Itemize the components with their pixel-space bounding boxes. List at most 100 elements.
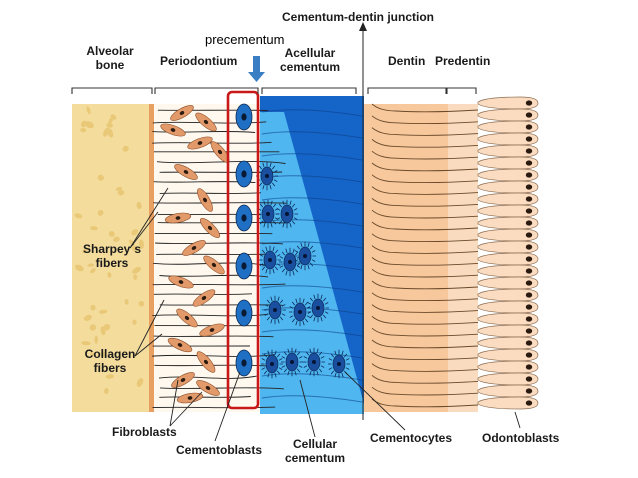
bone-lacuna <box>107 272 112 278</box>
dentinal-tubule <box>371 304 479 313</box>
sharpeys-fibers-label-line2: fibers <box>95 256 129 270</box>
dentinal-tubule <box>371 174 479 184</box>
odontoblast <box>477 144 539 158</box>
cementocytes-leader <box>344 371 406 431</box>
odontoblast-nucleus <box>525 400 533 406</box>
fibroblast-nucleus <box>175 216 181 220</box>
fibroblast-nucleus <box>203 197 207 203</box>
cementocyte-nucleus <box>266 212 270 216</box>
odontoblast <box>477 348 539 362</box>
fibroblast-nucleus <box>211 262 217 268</box>
alveolar-bone-label-line1: Alveolar <box>86 44 134 58</box>
dentinal-tubule <box>371 115 479 125</box>
collagen-fibers-label-line2: fibers <box>93 361 127 375</box>
odontoblast <box>477 252 539 266</box>
odontoblast <box>477 120 539 134</box>
fibroblast-nucleus <box>179 111 185 115</box>
odontoblast <box>477 132 539 146</box>
fibroblasts-leader-2 <box>169 391 203 427</box>
dentinal-tubule <box>371 257 479 266</box>
bone-lacuna <box>136 201 142 210</box>
cementoblast-nucleus <box>241 170 247 178</box>
collagen-fibers-label: Collagen fibers <box>78 347 142 375</box>
collagen-fiber <box>159 387 284 390</box>
dentinal-tubule <box>371 351 479 361</box>
dentinal-tubule <box>371 150 479 160</box>
odontoblast <box>477 396 539 410</box>
cementocytes-label: Cementocytes <box>370 431 453 445</box>
dentinal-tubule <box>371 327 479 337</box>
odontoblast-nucleus <box>525 112 533 118</box>
fibroblast-nucleus <box>197 141 203 145</box>
cementocyte-nucleus <box>285 212 289 216</box>
cementocyte-nucleus <box>268 258 272 262</box>
periodontium-brace <box>154 87 259 94</box>
dentinal-tubule <box>371 339 479 349</box>
bone-lacuna <box>132 319 137 325</box>
bone-lacuna <box>138 300 145 307</box>
dentinal-tubule <box>371 398 479 408</box>
dentinal-tubule <box>371 198 479 207</box>
alveolar-bone-brace <box>71 87 153 94</box>
bone-lacuna <box>74 264 84 272</box>
cementum-lamella <box>261 395 363 403</box>
odontoblast <box>477 96 539 110</box>
odontoblast-nucleus <box>525 196 533 202</box>
odontoblast-nucleus <box>525 136 533 142</box>
odontoblast-nucleus <box>525 160 533 166</box>
odontoblast-nucleus <box>525 184 533 190</box>
dentinal-tubule <box>371 292 479 302</box>
cementum-lamella <box>261 373 363 381</box>
bone-lacuna <box>89 352 96 357</box>
predentin-label: Predentin <box>435 54 491 68</box>
bone-lacuna <box>103 323 111 331</box>
odontoblast-nucleus <box>525 352 533 358</box>
dentinal-tubule <box>371 139 479 148</box>
bone-lacuna <box>133 274 138 280</box>
odontoblast <box>477 156 539 170</box>
odontoblast-nucleus <box>525 388 533 394</box>
odontoblast-nucleus <box>525 268 533 274</box>
odontoblast <box>477 372 539 386</box>
acellular-cementum-label-line2: cementum <box>279 60 341 74</box>
collagen-fiber <box>151 354 275 357</box>
odontoblast-nucleus <box>525 304 533 310</box>
dentinal-tubule <box>371 103 479 113</box>
cementocyte-nucleus <box>316 306 320 310</box>
cellular-cementum-label-line1: Cellular <box>292 437 337 451</box>
odontoblast-nucleus <box>525 208 533 214</box>
dentinal-tubule <box>371 268 479 278</box>
sharpeys-leader-1 <box>129 187 169 249</box>
cellular-cementum-leader <box>299 379 316 438</box>
alveolar-bone-label: Alveolar bone <box>82 44 138 72</box>
odontoblast-nucleus <box>525 220 533 226</box>
odontoblast-nucleus <box>525 148 533 154</box>
cementoblasts-leader <box>214 371 241 442</box>
fibroblast-nucleus <box>178 280 184 284</box>
fibroblast-nucleus <box>203 119 209 125</box>
cementocyte-nucleus <box>298 310 302 314</box>
predentin <box>448 104 478 412</box>
odontoblast-nucleus <box>525 340 533 346</box>
odontoblast <box>477 336 539 350</box>
dentinal-tubule <box>371 316 479 325</box>
fibroblasts-leader-1 <box>169 379 179 427</box>
alveolar-bone-label-line2: bone <box>95 58 125 72</box>
bone-lacuna <box>106 122 113 128</box>
collagen-fibers-label-line1: Collagen <box>84 347 136 361</box>
cementocyte-nucleus <box>303 254 307 258</box>
precementum-label: precementum <box>205 32 285 47</box>
cellular-cementum-label: Cellular cementum <box>280 437 350 465</box>
cementocyte-nucleus <box>337 362 341 366</box>
bone-lacuna <box>138 239 144 249</box>
dentinal-tubule <box>371 186 479 195</box>
bone-lacuna <box>122 145 129 152</box>
cellular-cementum <box>260 112 364 414</box>
collagen-fiber <box>159 396 251 398</box>
fibroblast-nucleus <box>209 328 215 332</box>
odontoblast <box>477 300 539 314</box>
cementocyte-process <box>261 349 283 379</box>
bone-lacuna <box>98 309 108 314</box>
fibroblast-nucleus <box>201 295 207 301</box>
odontoblast <box>477 324 539 338</box>
